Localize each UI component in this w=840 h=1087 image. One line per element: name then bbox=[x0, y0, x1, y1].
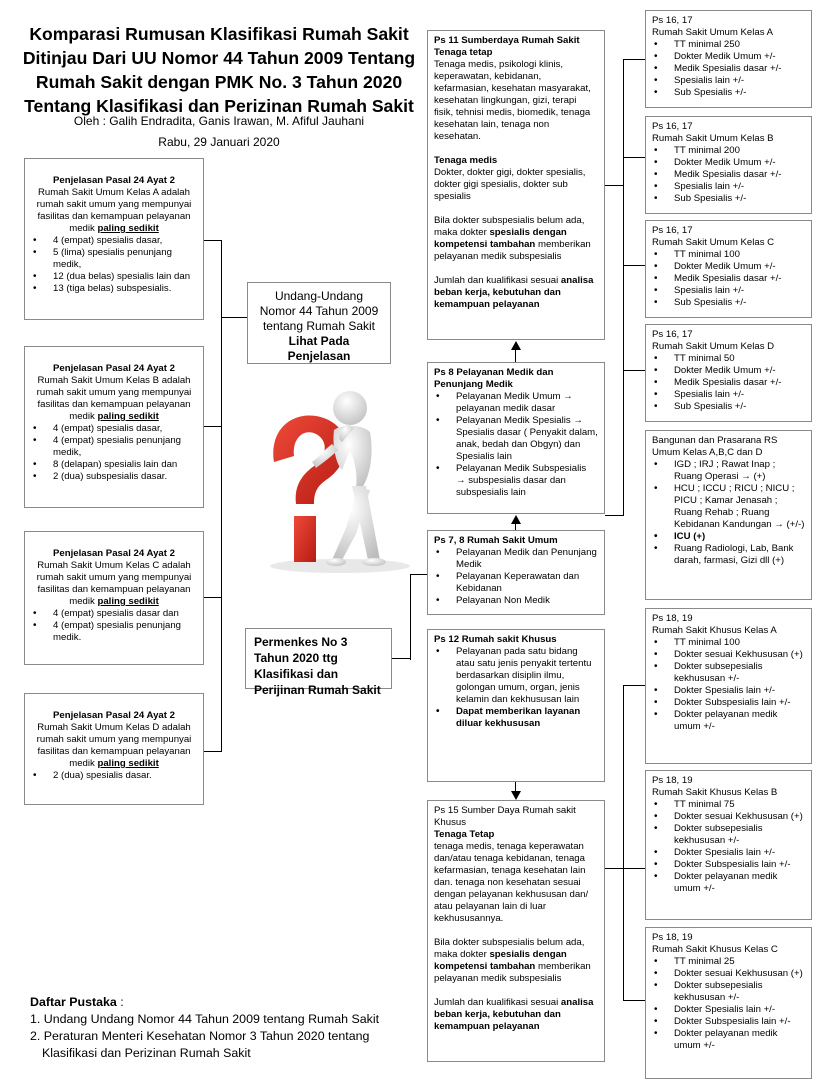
right-tick-a bbox=[623, 59, 645, 60]
left-bracket-tick-b bbox=[204, 426, 222, 427]
right-tick-kc bbox=[623, 1000, 645, 1001]
right-tick-bangunan bbox=[605, 515, 624, 516]
pmk-tick-top bbox=[410, 574, 427, 575]
right-lower-bracket bbox=[623, 685, 624, 1001]
left-box-class-c: Penjelasan Pasal 24 Ayat 2 Rumah Sakit U… bbox=[24, 531, 204, 665]
authors: Oleh : Galih Endradita, Ganis Irawan, M.… bbox=[73, 114, 365, 128]
question-mark-shape bbox=[273, 415, 346, 504]
ps11-box: Ps 11 Sumberdaya Rumah Sakit Tenaga teta… bbox=[427, 30, 605, 340]
left-to-uu-connector bbox=[221, 317, 247, 318]
pmk-box: Permenkes No 3 Tahun 2020 ttg Klasifikas… bbox=[245, 628, 392, 697]
arrow-ps12-to-ps15-line bbox=[515, 782, 516, 791]
right-upper-bracket bbox=[623, 59, 624, 516]
ps8-box: Ps 8 Pelayanan Medik dan Penunjang Medik… bbox=[427, 362, 605, 514]
arrow-down-to-ps15 bbox=[511, 791, 521, 800]
references: Daftar Pustaka : 1. Undang Undang Nomor … bbox=[30, 994, 410, 1062]
ps78-box: Ps 7, 8 Rumah Sakit Umum Pelayanan Medik… bbox=[427, 530, 605, 615]
pmk-bracket-vertical bbox=[410, 574, 411, 660]
question-figure-illustration bbox=[270, 391, 410, 573]
date: Rabu, 29 Januari 2020 bbox=[158, 135, 280, 149]
figure-head bbox=[333, 391, 367, 425]
left-bracket-tick-a bbox=[204, 240, 222, 241]
figure-legs bbox=[332, 486, 380, 560]
arrow-ps78-to-ps8-line bbox=[515, 523, 516, 530]
right-tick-ka bbox=[623, 685, 645, 686]
reference-item: 1. Undang Undang Nomor 44 Tahun 2009 ten… bbox=[30, 1012, 380, 1026]
arrow-up-to-ps8 bbox=[511, 515, 521, 524]
right-tick-b bbox=[623, 157, 645, 158]
arrow-ps8-to-ps11-line bbox=[515, 349, 516, 362]
reference-item: 2. Peraturan Menteri Kesehatan Nomor 3 T… bbox=[30, 1029, 370, 1060]
ps12-box: Ps 12 Rumah sakit Khusus Pelayanan pada … bbox=[427, 629, 605, 782]
ps15-box: Ps 15 Sumber Daya Rumah sakit Khusus Ten… bbox=[427, 800, 605, 1062]
left-box-class-a: Penjelasan Pasal 24 Ayat 2 Rumah Sakit U… bbox=[24, 158, 204, 320]
right-tick-c bbox=[623, 265, 645, 266]
right-tick-kb bbox=[623, 868, 645, 869]
uu-box: Undang-Undang Nomor 44 Tahun 2009 tentan… bbox=[247, 282, 391, 364]
pmk-connector bbox=[392, 658, 411, 659]
left-bracket-tick-c bbox=[204, 597, 222, 598]
poster-title: Komparasi Rumusan Klasifikasi Rumah Saki… bbox=[22, 24, 416, 116]
left-bracket-tick-d bbox=[204, 751, 222, 752]
ps11-to-right-connector bbox=[605, 185, 624, 186]
left-bracket-vertical bbox=[221, 240, 222, 752]
left-box-class-d: Penjelasan Pasal 24 Ayat 2 Rumah Sakit U… bbox=[24, 693, 204, 805]
left-box-class-b: Penjelasan Pasal 24 Ayat 2 Rumah Sakit U… bbox=[24, 346, 204, 508]
right-box-bangunan: Bangunan dan Prasarana RS Umum Kelas A,B… bbox=[645, 430, 812, 600]
figure-body bbox=[333, 425, 372, 488]
right-tick-d bbox=[623, 370, 645, 371]
ps15-to-right-connector bbox=[605, 868, 624, 869]
arrow-up-to-ps11 bbox=[511, 341, 521, 350]
